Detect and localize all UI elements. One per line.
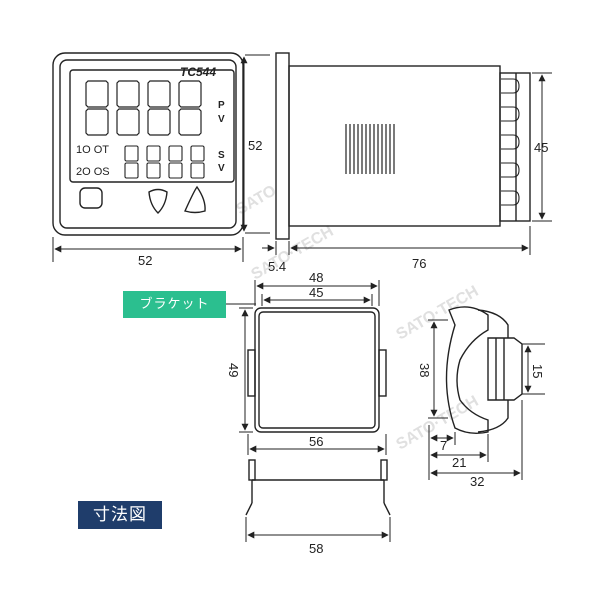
- front-labels: TC544 P V S V 1O OT 2O OS: [76, 65, 225, 178]
- os-label: 2O OS: [76, 166, 110, 178]
- front-width-dim: 52: [138, 253, 152, 268]
- bracket-inner-dim: 45: [309, 285, 323, 300]
- up-button: [184, 185, 206, 214]
- bracket-inner: [258, 311, 376, 429]
- pv-digits: [85, 80, 202, 136]
- side-d21-dim: 21: [452, 455, 466, 470]
- side-height-dim: 38: [417, 363, 432, 377]
- svg-text:SATO: SATO: [234, 182, 280, 218]
- bracket-bottom-view: [245, 459, 391, 516]
- bottom-width-dim: 58: [309, 541, 323, 556]
- terminal-slots: [501, 78, 520, 206]
- side-view: [275, 52, 531, 240]
- bracket-dimensions: [239, 280, 387, 455]
- mode-button: [79, 187, 103, 209]
- bracket-side-dimensions: [428, 319, 545, 480]
- sv-label-s: S: [218, 150, 225, 161]
- sv-label-v: V: [218, 163, 225, 174]
- down-button: [148, 188, 168, 214]
- svg-text:SATO·TECH: SATO·TECH: [394, 283, 482, 344]
- pv-label-v: V: [218, 114, 225, 125]
- pv-label-p: P: [218, 100, 225, 111]
- side-d32-dim: 32: [470, 474, 484, 489]
- bracket-label: ブラケット: [123, 291, 226, 318]
- svg-text:SATO·TECH: SATO·TECH: [394, 393, 482, 454]
- bezel-side: [275, 52, 290, 240]
- side-dimensions: [262, 72, 552, 255]
- bezel-depth-dim: 5.4: [268, 259, 286, 274]
- front-dimensions: [52, 54, 270, 262]
- front-inner-frame: [59, 59, 237, 229]
- bracket-frame: [254, 307, 380, 433]
- bracket-height-dim: 49: [226, 363, 241, 377]
- dimension-drawing-label: 寸法図: [78, 501, 162, 529]
- bracket-width-dim: 56: [309, 434, 323, 449]
- bracket-right-tab: [378, 349, 387, 397]
- side-d7-dim: 7: [440, 438, 447, 453]
- vent-grille: [345, 124, 395, 174]
- side-tab-dim: 15: [530, 364, 545, 378]
- body-depth-dim: 76: [412, 256, 426, 271]
- terminal-height-dim: 45: [534, 140, 548, 155]
- model-label: TC544: [180, 65, 216, 79]
- bracket-outer-dim: 48: [309, 270, 323, 285]
- terminal-block: [499, 72, 531, 222]
- sv-digits: [124, 145, 205, 179]
- ot-label: 1O OT: [76, 144, 109, 156]
- front-height-dim: 52: [248, 138, 262, 153]
- bracket-left-tab: [247, 349, 256, 397]
- bracket-front-view: [247, 307, 387, 433]
- lcd-window: [69, 69, 235, 183]
- watermark: SATO·TECH SATO·TECH SATO SATO·TECH: [234, 182, 482, 453]
